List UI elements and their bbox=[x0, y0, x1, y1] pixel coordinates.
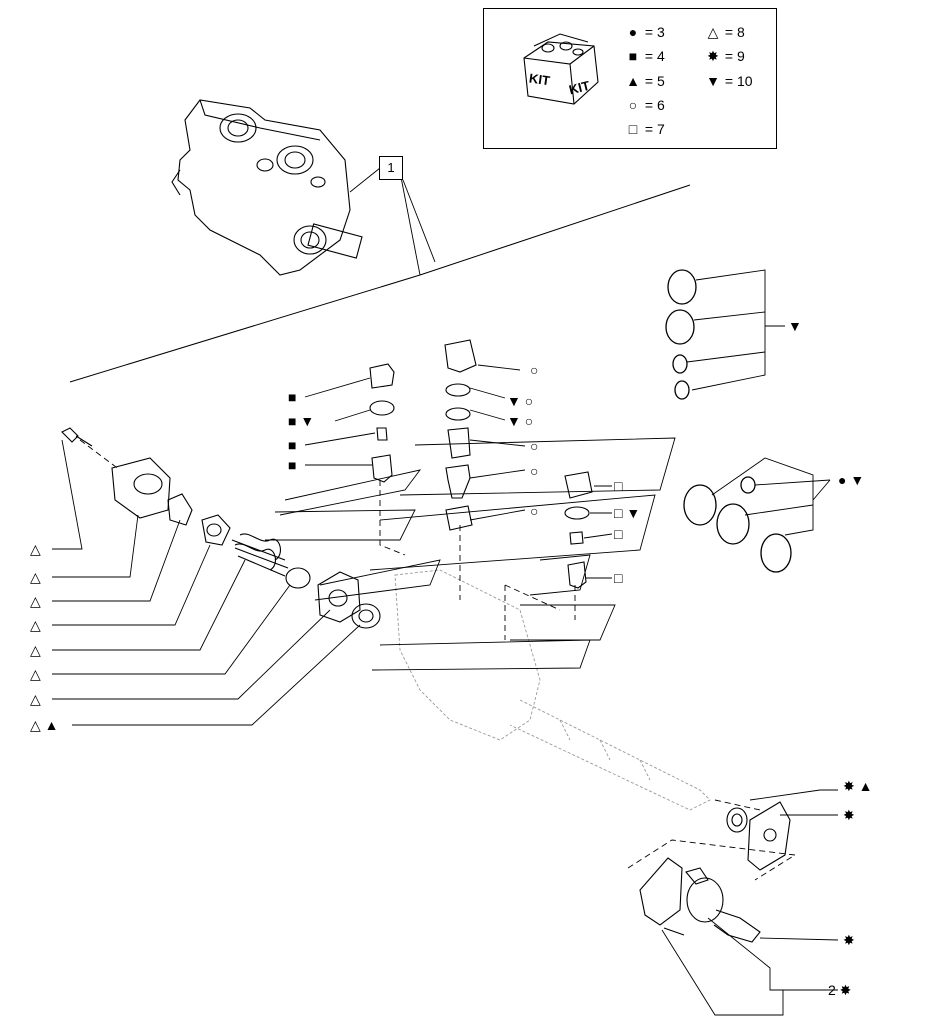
center-parts bbox=[369, 339, 477, 531]
left-parts bbox=[61, 427, 381, 629]
left-callout: △ bbox=[30, 642, 41, 658]
orings-callout: ● ▼ bbox=[838, 472, 865, 488]
leader-lines-right bbox=[661, 269, 839, 1016]
center-circle-callout: ▼ ○ bbox=[507, 413, 534, 429]
right-square-callout: □ bbox=[614, 478, 623, 494]
legend-item-black-square: ■ = 4 bbox=[625, 48, 665, 64]
legend-item-black-triangle-up: ▲ = 5 bbox=[625, 73, 665, 89]
right-square-callout: □ bbox=[614, 570, 623, 586]
black-square-icon: ■ bbox=[628, 48, 638, 64]
left-callout: △ bbox=[30, 617, 41, 633]
right-parts bbox=[564, 471, 593, 589]
orings-mid-right bbox=[683, 476, 792, 573]
lower-right-callout: ✸ bbox=[843, 932, 855, 948]
center-square-callout: ■ bbox=[288, 437, 297, 453]
white-circle-icon: ○ bbox=[628, 97, 638, 113]
ghost-valve-body bbox=[394, 569, 711, 811]
lower-right-callout: ✸ ▲ bbox=[843, 778, 873, 794]
kit-icon bbox=[523, 33, 599, 105]
lower-right-callout: 2 ✸ bbox=[828, 982, 852, 998]
separator-line bbox=[69, 184, 691, 383]
reference-number-box: 1 bbox=[379, 156, 403, 180]
right-square-callout: □ ▼ bbox=[614, 505, 641, 521]
legend-item-black-triangle-down: ▼ = 10 bbox=[705, 73, 753, 89]
leader-lines-center bbox=[304, 364, 613, 579]
black-circle-icon: ● bbox=[628, 24, 638, 40]
left-callout: △ ▲ bbox=[30, 717, 59, 733]
orings-callout: ▼ bbox=[788, 318, 802, 334]
kit-legend-box bbox=[483, 8, 777, 149]
legend-item-white-triangle-up: △ = 8 bbox=[705, 24, 745, 40]
left-callout: △ bbox=[30, 569, 41, 585]
center-circle-callout: ○ bbox=[530, 463, 539, 479]
center-circle-callout: ○ bbox=[530, 503, 539, 519]
legend-item-text: = 4 bbox=[641, 48, 665, 64]
lower-right-callout: ✸ bbox=[843, 807, 855, 823]
center-square-callout: ■ bbox=[288, 389, 297, 405]
legend-item-text: = 6 bbox=[641, 97, 665, 113]
reference-planes bbox=[265, 437, 676, 671]
legend-item-text: = 7 bbox=[641, 121, 665, 137]
right-square-callout: □ bbox=[614, 526, 623, 542]
left-callout: △ bbox=[30, 593, 41, 609]
white-triangle-up-icon: △ bbox=[707, 24, 719, 40]
legend-item-text: = 5 bbox=[641, 73, 665, 89]
center-circle-callout: ○ bbox=[530, 438, 539, 454]
center-square-callout: ■ bbox=[288, 457, 297, 473]
legend-item-text: = 3 bbox=[641, 24, 665, 40]
left-callout: △ bbox=[30, 666, 41, 682]
legend-item-black-circle: ● = 3 bbox=[625, 24, 665, 40]
leader-lines-left bbox=[52, 439, 361, 726]
legend-item-white-circle: ○ = 6 bbox=[625, 97, 665, 113]
legend-item-black-star: ✸ = 9 bbox=[705, 48, 745, 64]
center-square-callout: ■ ▼ bbox=[288, 413, 315, 429]
black-star-icon: ✸ bbox=[707, 48, 719, 64]
left-callout: △ bbox=[30, 541, 41, 557]
black-triangle-down-icon: ▼ bbox=[706, 73, 720, 89]
orings-top-right bbox=[665, 269, 697, 400]
center-circle-callout: ○ bbox=[530, 362, 539, 378]
legend-item-text: = 10 bbox=[721, 73, 753, 89]
center-circle-callout: ▼ ○ bbox=[507, 393, 534, 409]
legend-item-text: = 8 bbox=[721, 24, 745, 40]
legend-item-white-square: □ = 7 bbox=[625, 121, 665, 137]
legend-item-text: = 9 bbox=[721, 48, 745, 64]
black-triangle-up-icon: ▲ bbox=[626, 73, 640, 89]
white-square-icon: □ bbox=[628, 121, 638, 137]
valve-body-assembly bbox=[171, 99, 363, 276]
left-callout: △ bbox=[30, 691, 41, 707]
lower-right-parts bbox=[639, 801, 791, 943]
